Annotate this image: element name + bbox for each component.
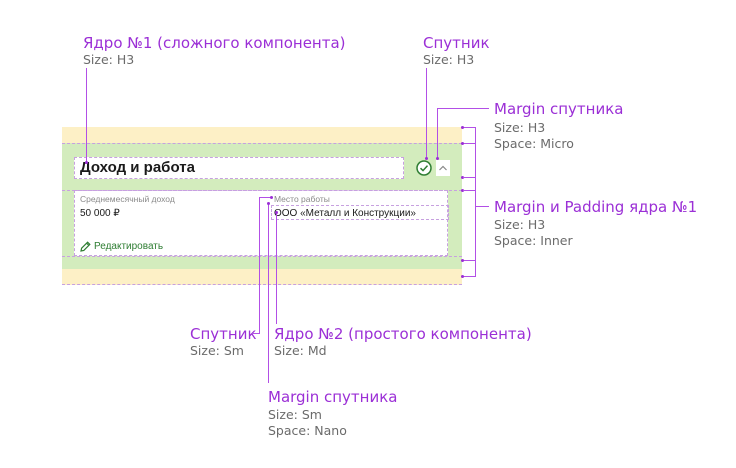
annotation-satellite-top-title: Спутник	[423, 34, 490, 52]
edit-link-label: Редактировать	[94, 240, 164, 252]
guide-line	[62, 143, 462, 144]
leader-dot	[275, 211, 278, 214]
annotation-core2-size: Size: Md	[274, 343, 327, 358]
annotation-satellite-bottom-title: Спутник	[190, 325, 257, 343]
bracket-tick	[463, 127, 475, 128]
field-work-value: ООО «Металл и Конструкции»	[274, 208, 416, 219]
leader-line	[259, 197, 260, 334]
leader-dot	[461, 126, 464, 129]
annotation-core1-size: Size: H3	[83, 52, 135, 67]
card-header	[74, 157, 404, 179]
leader-dot	[267, 202, 270, 205]
field-income-value: 50 000 ₽	[80, 208, 120, 219]
leader-line	[86, 68, 87, 162]
card-body	[74, 190, 448, 256]
chevron-up-button[interactable]	[436, 160, 450, 176]
leader-line	[463, 190, 475, 191]
bracket-tick	[463, 276, 475, 277]
leader-line	[268, 203, 269, 383]
annotation-satellite-margin-top-space: Space: Micro	[494, 136, 574, 151]
leader-line	[276, 212, 277, 324]
leader-dot	[461, 259, 464, 262]
annotation-core1-title: Ядро №1 (сложного компонента)	[83, 34, 346, 52]
leader-line	[253, 333, 259, 334]
annotation-satellite-margin-bottom-size: Size: Sm	[268, 407, 322, 422]
field-income-label: Среднемесячный доход	[80, 194, 175, 204]
annotation-satellite-margin-top-size: Size: H3	[494, 120, 546, 135]
annotation-satellite-margin-top-title: Margin спутника	[494, 100, 624, 118]
annotation-core1-margin-padding-space: Space: Inner	[494, 233, 573, 248]
leader-line	[259, 197, 271, 198]
annotation-satellite-bottom-size: Size: Sm	[190, 343, 244, 358]
leader-dot	[270, 196, 273, 199]
leader-dot	[461, 275, 464, 278]
annotation-core2-title: Ядро №2 (простого компонента)	[274, 325, 532, 343]
bracket-line	[475, 127, 476, 277]
card-title: Доход и работа	[80, 159, 195, 176]
bracket-tick	[463, 143, 475, 144]
leader-dot	[425, 157, 428, 160]
leader-dot	[436, 157, 439, 160]
leader-line	[437, 108, 489, 109]
pencil-icon	[80, 240, 91, 252]
guide-line	[62, 284, 462, 285]
annotation-satellite-top-size: Size: H3	[423, 52, 475, 67]
leader-line	[463, 177, 475, 178]
leader-dot	[85, 161, 88, 164]
edit-link[interactable]: Редактировать	[79, 239, 163, 253]
annotation-core1-margin-padding-size: Size: H3	[494, 217, 546, 232]
leader-line	[437, 108, 438, 158]
check-circle-icon	[416, 160, 432, 176]
leader-line	[426, 68, 427, 158]
bracket-tick	[475, 206, 489, 207]
field-work-value-box	[271, 205, 449, 220]
guide-line	[62, 256, 462, 257]
leader-dot	[461, 142, 464, 145]
guide-line	[62, 190, 462, 191]
annotation-satellite-margin-bottom-title: Margin спутника	[268, 388, 398, 406]
chevron-up-icon	[439, 165, 447, 171]
field-work-label: Место работы	[274, 194, 330, 204]
annotation-core1-margin-padding-title: Margin и Padding ядра №1	[494, 198, 698, 216]
leader-dot	[461, 189, 464, 192]
bracket-tick	[463, 260, 475, 261]
leader-dot	[461, 176, 464, 179]
annotation-satellite-margin-bottom-space: Space: Nano	[268, 423, 347, 438]
